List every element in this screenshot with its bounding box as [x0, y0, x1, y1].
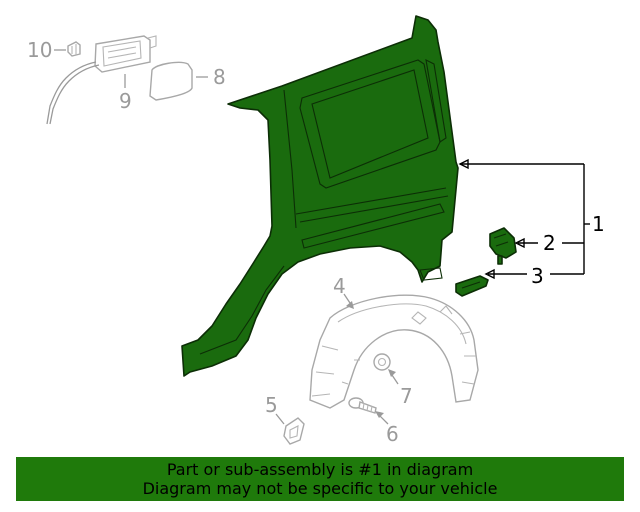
part-4-wheelhouse-liner[interactable]	[309, 294, 479, 409]
part-7-nut[interactable]	[373, 353, 391, 371]
callout-8[interactable]: 8	[213, 65, 226, 89]
arrow-3	[484, 268, 495, 280]
callout-9[interactable]: 9	[119, 89, 132, 113]
info-banner: Part or sub-assembly is #1 in diagram Di…	[16, 457, 624, 501]
part-5-clip[interactable]	[283, 417, 305, 445]
part-10-clip[interactable]	[67, 41, 81, 57]
banner-line-2: Diagram may not be specific to your vehi…	[142, 479, 498, 498]
leader-5	[275, 413, 285, 425]
arrow-1	[458, 158, 469, 170]
banner-line-1: Part or sub-assembly is #1 in diagram	[166, 460, 474, 479]
callout-2[interactable]: 2	[543, 231, 556, 255]
part-6-screw[interactable]	[348, 397, 377, 414]
arrow-4	[346, 301, 354, 309]
part-1-quarter-panel[interactable]	[181, 15, 459, 377]
callout-10[interactable]: 10	[27, 38, 52, 62]
callout-1[interactable]: 1	[592, 212, 605, 236]
part-2-bracket[interactable]	[489, 227, 517, 265]
arrow-7	[388, 369, 396, 377]
part-9-fuel-door-housing[interactable]	[46, 35, 157, 125]
part-8-fuel-door[interactable]	[149, 61, 193, 101]
arrow-2	[514, 237, 525, 249]
part-3-lower-bracket[interactable]	[455, 275, 489, 297]
callout-7[interactable]: 7	[400, 384, 413, 408]
callout-5[interactable]: 5	[265, 393, 278, 417]
arrow-6	[375, 411, 384, 418]
callout-6[interactable]: 6	[386, 422, 399, 446]
callout-4[interactable]: 4	[333, 274, 346, 298]
callout-3[interactable]: 3	[531, 264, 544, 288]
